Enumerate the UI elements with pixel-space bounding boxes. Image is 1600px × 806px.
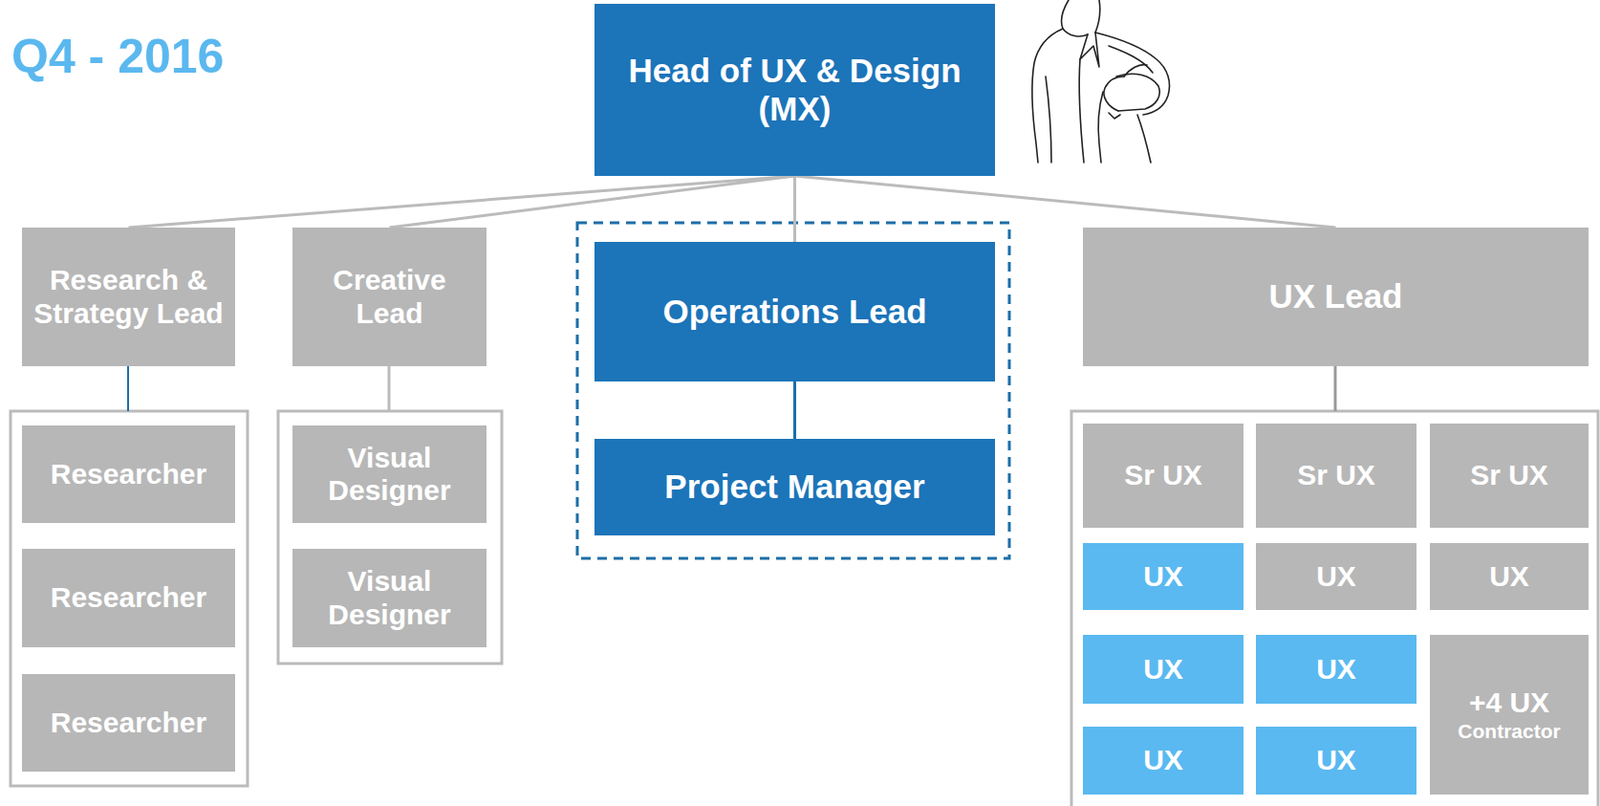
org-connector [389, 175, 796, 228]
org-box: Researcher [21, 673, 236, 772]
box-label: Sr UX [1124, 458, 1203, 493]
box-label: UX [1143, 743, 1184, 778]
box-label: UX Lead [1268, 277, 1403, 316]
org-box: Project Manager [594, 438, 995, 536]
box-label: Researcher [50, 706, 207, 740]
box-label: Visual Designer [302, 564, 477, 631]
box-label: UX [1489, 560, 1530, 594]
org-box: Sr UX [1255, 423, 1417, 528]
group-outline [10, 410, 248, 786]
group-outline [1071, 410, 1599, 806]
org-box: Operations Lead [594, 241, 995, 382]
box-label: UX [1316, 560, 1357, 594]
man-illustration [1032, 0, 1170, 163]
org-box: Sr UX [1082, 423, 1244, 528]
box-label: UX [1143, 652, 1184, 687]
org-box: Head of UX & Design (MX) [594, 3, 995, 176]
org-box: UX [1082, 542, 1244, 610]
group-link [127, 366, 130, 411]
org-box: UX [1255, 726, 1417, 795]
org-box: Creative Lead [292, 227, 487, 367]
org-box: Researcher [21, 548, 236, 648]
box-label: UX [1316, 743, 1357, 778]
group-link [388, 366, 391, 411]
org-box: +4 UXContractor [1429, 634, 1589, 795]
org-box: Research & Strategy Lead [21, 227, 236, 367]
org-connector [793, 381, 797, 439]
org-box: Sr UX [1429, 423, 1589, 528]
org-box: UX [1082, 634, 1244, 704]
group-link [1334, 366, 1338, 411]
box-label: UX [1143, 560, 1184, 594]
box-label: Operations Lead [662, 292, 927, 331]
box-label: Researcher [50, 581, 207, 615]
box-label: Creative Lead [302, 263, 477, 330]
org-box: UX [1255, 634, 1417, 704]
org-connector [129, 175, 796, 228]
box-label: Head of UX & Design (MX) [604, 51, 986, 130]
box-label: UX [1316, 652, 1357, 687]
org-connector [795, 175, 1337, 228]
box-label: Sr UX [1470, 458, 1549, 493]
box-label: Visual Designer [302, 441, 477, 508]
box-label: Sr UX [1297, 458, 1376, 493]
org-box: Visual Designer [292, 548, 487, 648]
org-connector [793, 175, 797, 242]
box-label: Project Manager [664, 467, 925, 506]
dashed-bracket [577, 222, 1010, 559]
org-box: Visual Designer [292, 425, 487, 523]
box-label: Researcher [50, 457, 207, 492]
org-box: UX Lead [1082, 227, 1589, 367]
box-label: Research & Strategy Lead [31, 263, 226, 330]
box-label: +4 UX [1469, 686, 1550, 720]
org-box: UX [1255, 542, 1417, 610]
group-outline [278, 410, 502, 664]
chart-title: Q4 - 2016 [11, 28, 224, 85]
org-box: UX [1429, 542, 1589, 610]
org-box: UX [1082, 726, 1244, 795]
org-box: Researcher [21, 425, 236, 523]
box-label: Contractor [1457, 719, 1560, 743]
